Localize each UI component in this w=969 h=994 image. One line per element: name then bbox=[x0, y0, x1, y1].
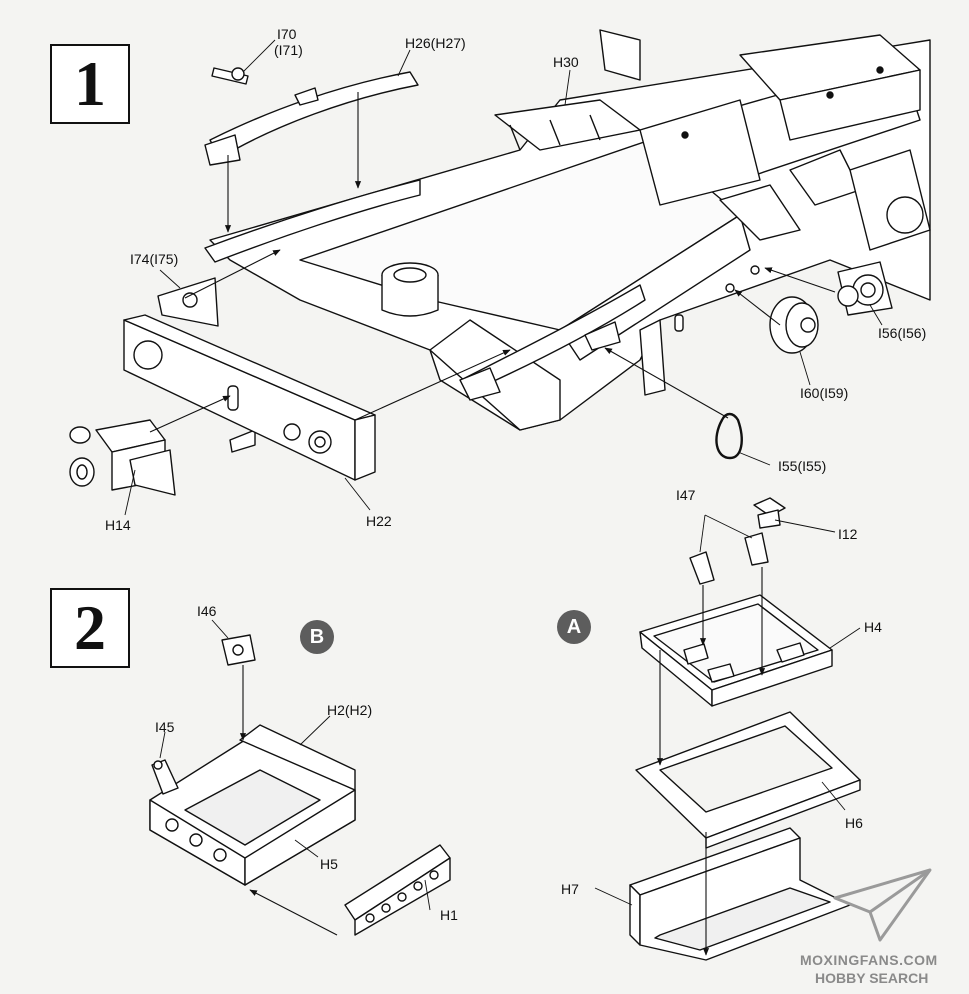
label-i56: I56(I56) bbox=[878, 325, 927, 341]
part-h6-frame bbox=[635, 711, 861, 849]
part-h22-beam bbox=[123, 314, 376, 481]
part-i56-bracket bbox=[837, 261, 893, 316]
label-i45: I45 bbox=[155, 719, 175, 735]
watermark-text: MOXINGFANS.COM bbox=[800, 952, 938, 968]
label-i12: I12 bbox=[838, 526, 858, 542]
chassis-frame bbox=[204, 29, 931, 453]
part-h5-box bbox=[149, 724, 356, 886]
part-i55-shackle bbox=[715, 412, 743, 460]
part-i60-hub bbox=[769, 296, 819, 354]
label-h5: H5 bbox=[320, 856, 338, 872]
part-h26-spring bbox=[204, 71, 419, 166]
label-i46: I46 bbox=[197, 603, 217, 619]
label-h4: H4 bbox=[864, 619, 882, 635]
part-i12-knob bbox=[753, 497, 786, 529]
part-i47-brackets bbox=[689, 532, 769, 585]
label-i55: I55(I55) bbox=[778, 458, 827, 474]
leader-lines bbox=[124, 39, 883, 911]
label-h22: H22 bbox=[366, 513, 392, 529]
label-i70: I70 bbox=[277, 26, 297, 42]
part-i45-bracket bbox=[151, 759, 179, 795]
marker-a: A bbox=[557, 610, 591, 644]
label-i60: I60(I59) bbox=[800, 385, 849, 401]
part-h4-tray bbox=[639, 594, 833, 707]
label-h1: H1 bbox=[440, 907, 458, 923]
label-h2: H2(H2) bbox=[327, 702, 373, 718]
step-1-box: 1 bbox=[50, 44, 130, 124]
part-h7-tray bbox=[629, 827, 851, 961]
label-h14: H14 bbox=[105, 517, 131, 533]
part-i46-bracket bbox=[221, 634, 256, 666]
label-i47: I47 bbox=[676, 487, 696, 503]
watermark-subtext: HOBBY SEARCH bbox=[815, 970, 929, 986]
label-h26: H26(H27) bbox=[405, 35, 466, 51]
part-h1-plate bbox=[344, 844, 451, 936]
marker-b: B bbox=[300, 620, 334, 654]
step-2-box: 2 bbox=[50, 588, 130, 668]
watermark-logo-icon bbox=[833, 868, 932, 942]
part-i74-plate bbox=[157, 277, 219, 327]
part-h14-hook bbox=[69, 419, 176, 496]
label-h30: H30 bbox=[553, 54, 579, 70]
label-h6: H6 bbox=[845, 815, 863, 831]
label-h7: H7 bbox=[561, 881, 579, 897]
assembly-arrows bbox=[149, 92, 836, 956]
label-i74: I74(I75) bbox=[130, 251, 179, 267]
label-i71: (I71) bbox=[274, 42, 303, 58]
part-i70-pin bbox=[211, 67, 249, 85]
